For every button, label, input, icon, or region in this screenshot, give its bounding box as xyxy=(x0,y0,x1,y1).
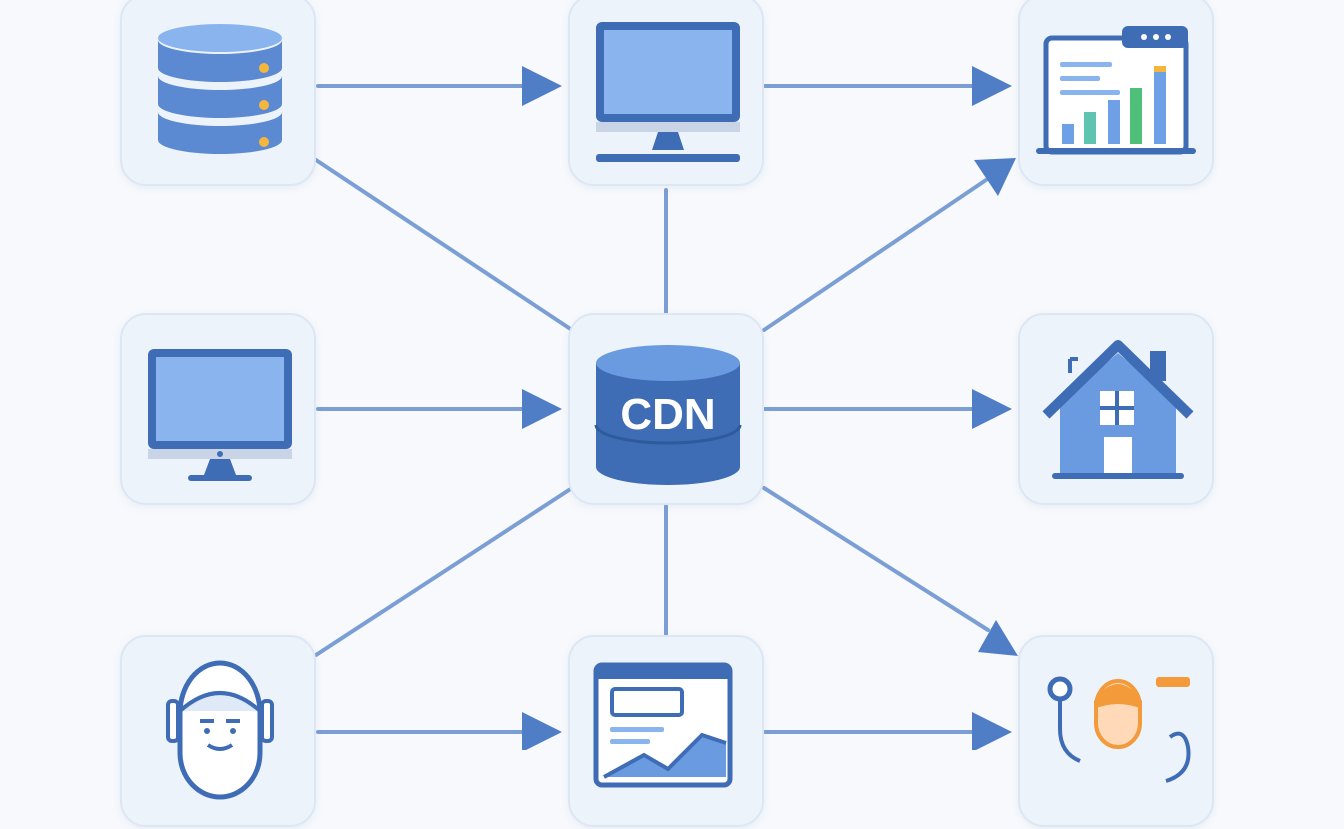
arrowhead-to-cdn xyxy=(522,389,562,429)
node-home xyxy=(1018,313,1214,505)
arrowhead-to-analytics-diag xyxy=(974,158,1016,196)
node-analytics xyxy=(1018,0,1214,186)
connection-lines xyxy=(314,66,1018,750)
node-cdn: CDN xyxy=(568,313,764,505)
arrowhead-to-analytics xyxy=(972,66,1012,106)
database-icon xyxy=(158,24,282,154)
arrowhead-to-home xyxy=(972,389,1012,429)
node-support xyxy=(1018,635,1214,827)
arrowhead-to-support-row xyxy=(972,712,1012,750)
house-icon xyxy=(1042,340,1194,479)
arrowhead-to-monitor xyxy=(522,66,562,106)
browser-chart-icon xyxy=(593,662,733,788)
edge-database-cdn xyxy=(314,158,574,332)
cdn-label: CDN xyxy=(620,390,715,439)
edge-cdn-user xyxy=(314,486,574,657)
node-monitor-top xyxy=(568,0,764,186)
edge-cdn-analytics xyxy=(762,178,988,332)
desktop-monitor-icon xyxy=(596,22,740,162)
analytics-dashboard-icon xyxy=(1036,26,1196,155)
node-monitor-left xyxy=(120,313,316,505)
arrowhead-to-browser xyxy=(522,712,562,750)
user-headset-icon xyxy=(166,660,274,800)
node-user xyxy=(120,635,316,827)
cdn-cylinder-icon: CDN xyxy=(594,345,742,485)
arrowhead-to-support xyxy=(978,620,1018,656)
edge-cdn-support xyxy=(762,486,990,632)
node-browser xyxy=(568,635,764,827)
support-person-icon xyxy=(1047,676,1191,783)
desktop-monitor-icon xyxy=(148,349,292,481)
node-database xyxy=(120,0,316,186)
cdn-network-diagram: CDN xyxy=(120,0,1214,827)
